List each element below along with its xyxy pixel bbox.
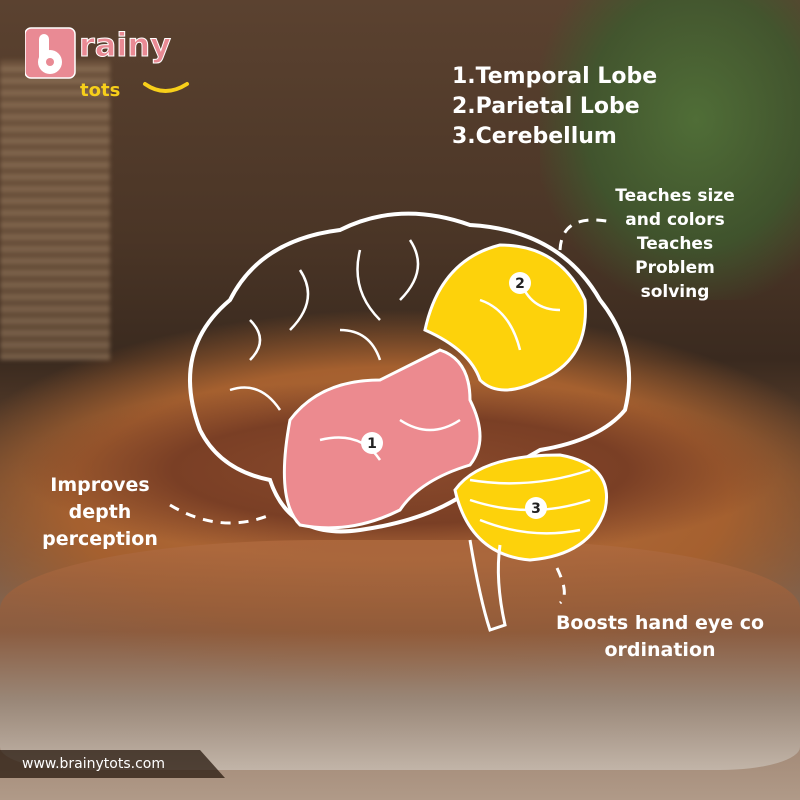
lobe-legend: 1.Temporal Lobe 2.Parietal Lobe 3.Cerebe… — [452, 62, 657, 152]
svg-text:tots: tots — [80, 80, 120, 101]
parietal-note-line: Teaches Problem solving — [635, 234, 715, 302]
temporal-pointer — [169, 503, 271, 525]
plant-background — [540, 0, 800, 300]
legend-item-parietal: 2.Parietal Lobe — [452, 94, 640, 119]
brain-folds — [229, 239, 591, 632]
parietal-note: Teaches size and colors Teaches Problem … — [580, 184, 770, 304]
legend-item-temporal: 1.Temporal Lobe — [452, 64, 658, 89]
wood-slice-background — [0, 540, 800, 770]
parietal-note-line: Teaches size and colors — [615, 186, 735, 230]
legend-item-cerebellum: 3.Cerebellum — [452, 124, 617, 149]
marker-2-circle — [509, 272, 531, 294]
svg-text:rainy: rainy — [79, 26, 171, 64]
marker-3-circle — [525, 497, 547, 519]
cerebellum-pointer — [555, 567, 566, 605]
website-link[interactable]: www.brainytots.com — [22, 756, 165, 772]
temporal-note: Improves depth perception — [42, 474, 158, 550]
marker-3: 3 — [531, 501, 541, 517]
parietal-pointer — [558, 218, 613, 251]
marker-1-circle — [361, 432, 383, 454]
website-banner: www.brainytots.com — [0, 750, 225, 778]
marker-2: 2 — [515, 276, 525, 292]
basket-background — [0, 60, 110, 360]
brainytots-logo: rainy tots — [25, 26, 189, 101]
cerebellum-note: Boosts hand eye co ordination — [555, 612, 765, 661]
marker-1: 1 — [367, 436, 377, 452]
